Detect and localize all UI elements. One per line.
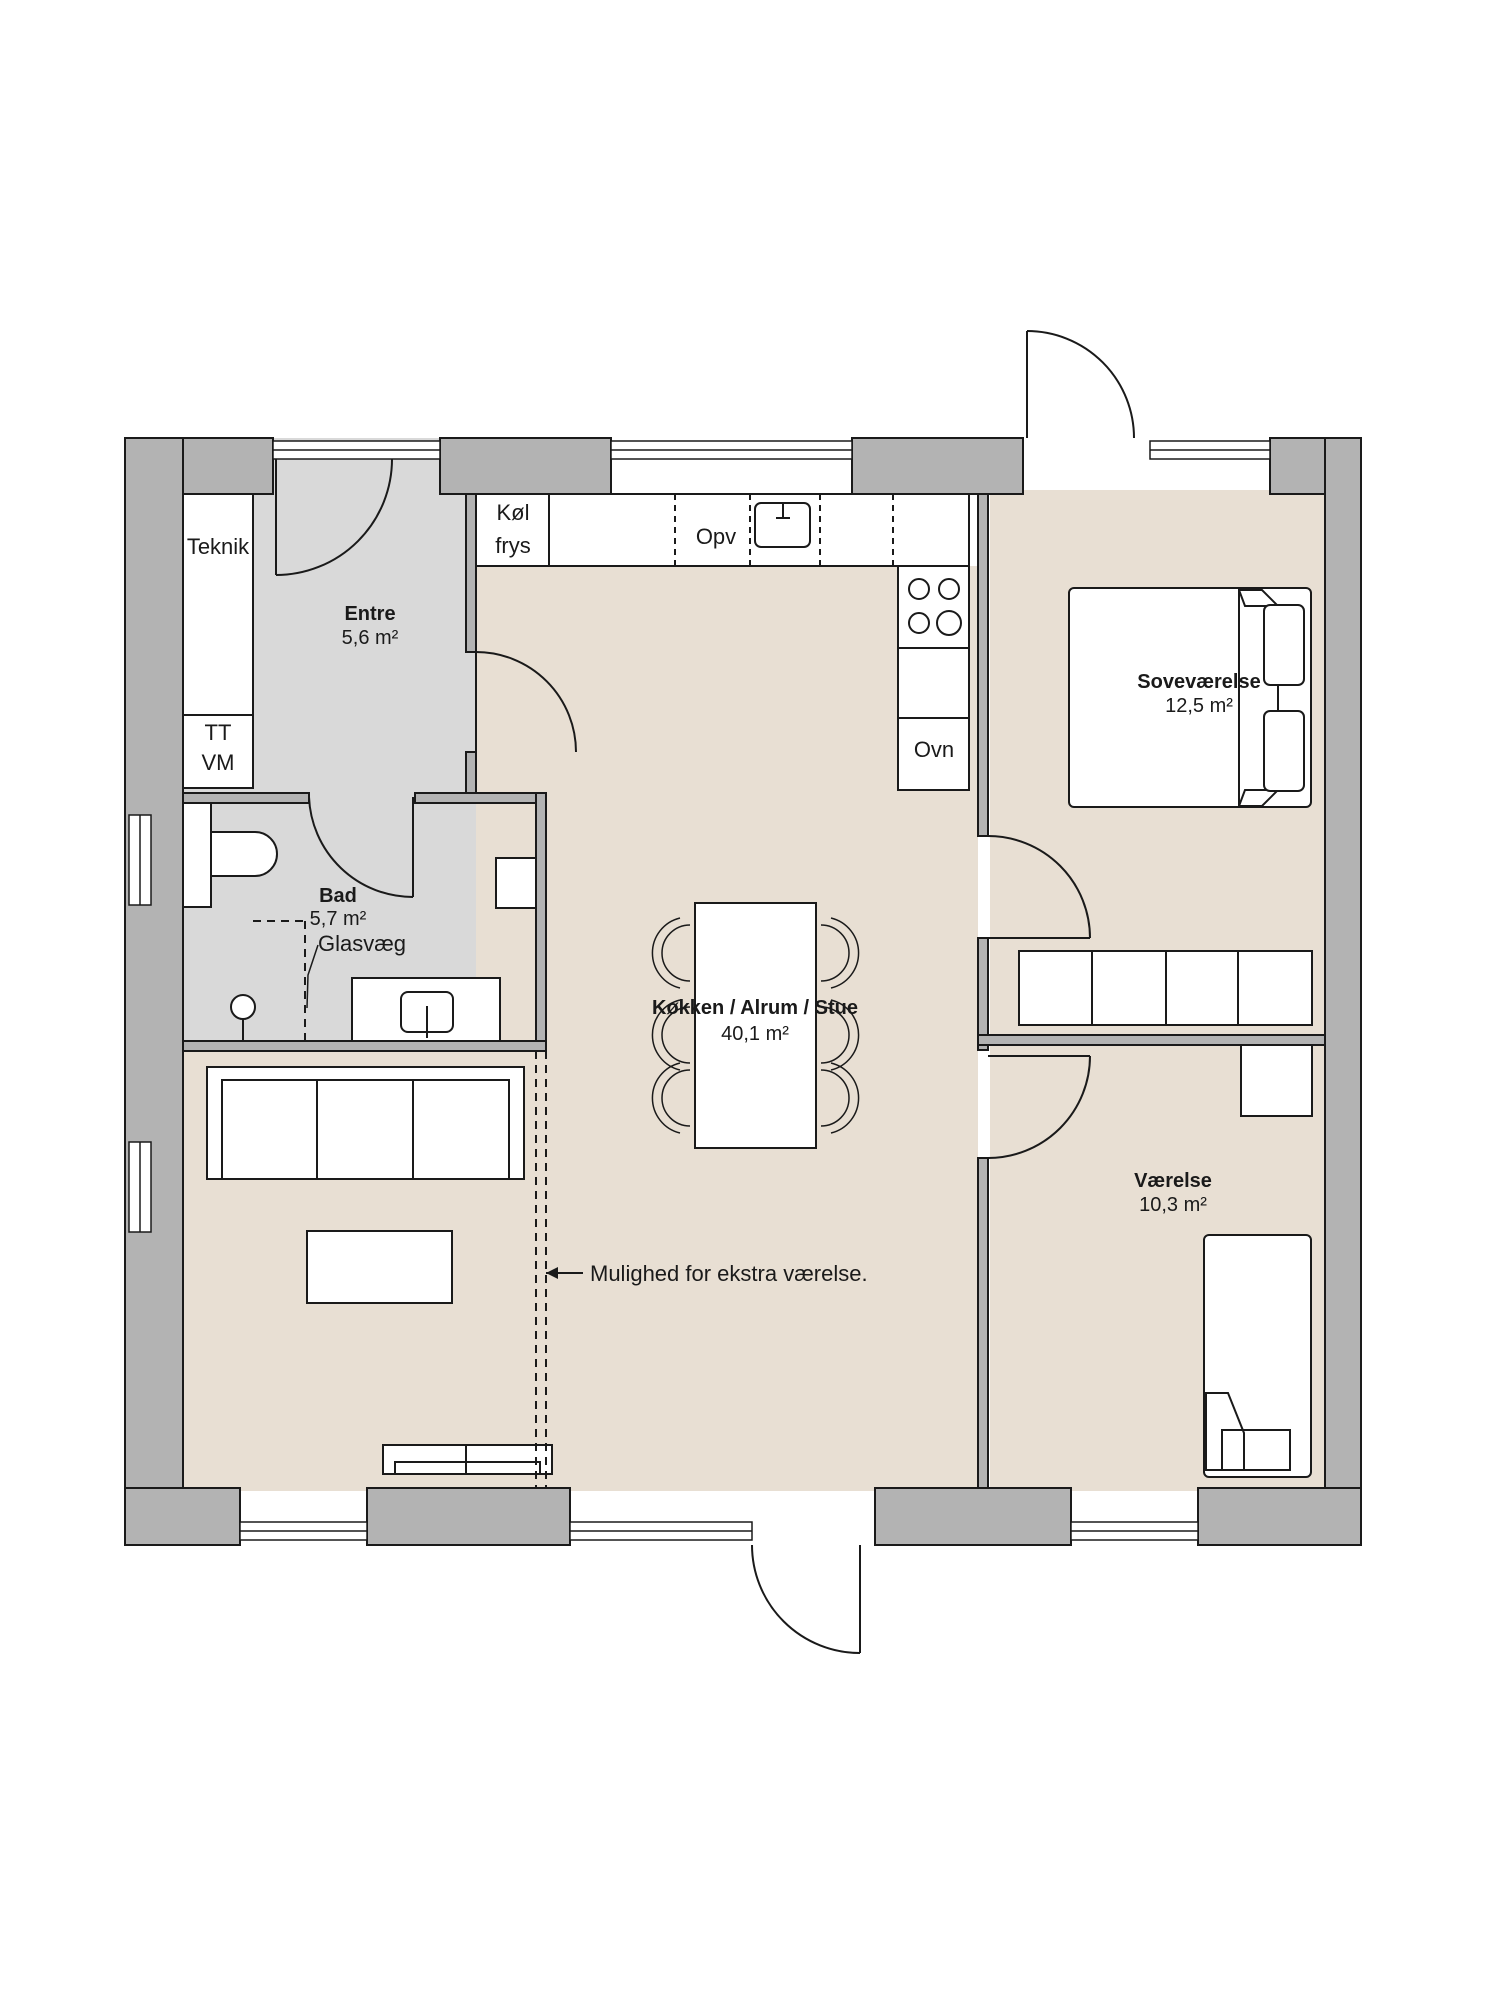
bad-area: 5,7 m² (310, 908, 367, 930)
wall-bottom-left-corner (124, 1487, 241, 1546)
interior-walls (182, 493, 1326, 1489)
wall-bedroom-room (977, 1034, 1326, 1046)
tt-label: TT (205, 720, 232, 745)
wall-bad-right (535, 792, 547, 1052)
toilet-icon (210, 831, 278, 877)
kol-label: Køl (497, 500, 530, 525)
room-door[interactable] (987, 1055, 1091, 1159)
front-door-top[interactable] (1026, 330, 1135, 439)
extra-room-note: Mulighed for ekstra værelse. (590, 1261, 868, 1286)
wall-bottom-pier-1 (366, 1487, 571, 1546)
wall-entre-kitchen-lower (465, 751, 477, 798)
terrace-door-bottom[interactable] (751, 1544, 861, 1654)
entre-area: 5,6 m² (342, 627, 399, 649)
exterior-walls (124, 437, 1362, 1546)
entre-kitchen-door[interactable] (475, 651, 577, 753)
room-area: 10,3 m² (1139, 1194, 1207, 1216)
windows (128, 440, 1271, 1541)
kitchen-area: 40,1 m² (721, 1023, 789, 1045)
wall-bottom-pier-2 (874, 1487, 1072, 1546)
teknik-cabinet (182, 493, 254, 789)
bedroom-area: 12,5 m² (1165, 695, 1233, 717)
wall-entre-kitchen-upper (465, 493, 477, 653)
furniture (182, 493, 1313, 1488)
bedroom-door[interactable] (987, 835, 1091, 939)
entre-name: Entre (344, 603, 395, 625)
glasvaeg-label: Glasvæg (318, 931, 406, 956)
wall-top-pier-2 (851, 437, 1024, 495)
ovn-label: Ovn (914, 737, 954, 762)
tv-bench (382, 1444, 553, 1475)
wall-left (124, 437, 184, 1546)
hob-icon (908, 578, 962, 636)
doors (275, 330, 1135, 1654)
teknik-label: Teknik (187, 534, 250, 559)
double-bed (1068, 587, 1312, 808)
bad-name: Bad (319, 885, 357, 907)
bad-door[interactable] (308, 796, 414, 898)
wall-top-pier-1 (439, 437, 612, 495)
bedroom-name: Soveværelse (1137, 671, 1260, 693)
wall-bad-bottom (182, 1040, 547, 1052)
wall-teknik-bad (182, 792, 310, 804)
dining-chairs (651, 917, 860, 1134)
wall-kitchen-room-lower (977, 1157, 989, 1489)
labels: Teknik TT VM Køl frys Opv Ovn Glasvæg En… (187, 500, 1261, 1286)
single-bed (1203, 1234, 1312, 1478)
wall-kitchen-bedroom-mid (977, 937, 989, 1051)
wall-bad-top-right (414, 792, 547, 804)
wall-bottom-right-corner (1197, 1487, 1362, 1546)
entre-door[interactable] (275, 458, 393, 576)
kitchen-name: Køkken / Alrum / Stue (652, 997, 858, 1019)
wall-kitchen-bedroom-upper (977, 493, 989, 837)
room-cabinet (1240, 1044, 1313, 1117)
kitchen-counter (475, 493, 970, 567)
wall-right (1324, 437, 1362, 1546)
bathroom-cabinet (495, 857, 537, 909)
room-name: Værelse (1134, 1170, 1212, 1192)
coffee-table (306, 1230, 453, 1304)
opv-label: Opv (696, 524, 736, 549)
toilet-cistern (182, 802, 212, 908)
dining-table (694, 902, 817, 1149)
shower-head-icon (230, 994, 256, 1020)
kitchen-side-counter (897, 565, 970, 791)
frys-label: frys (495, 533, 530, 558)
vm-label: VM (202, 750, 235, 775)
